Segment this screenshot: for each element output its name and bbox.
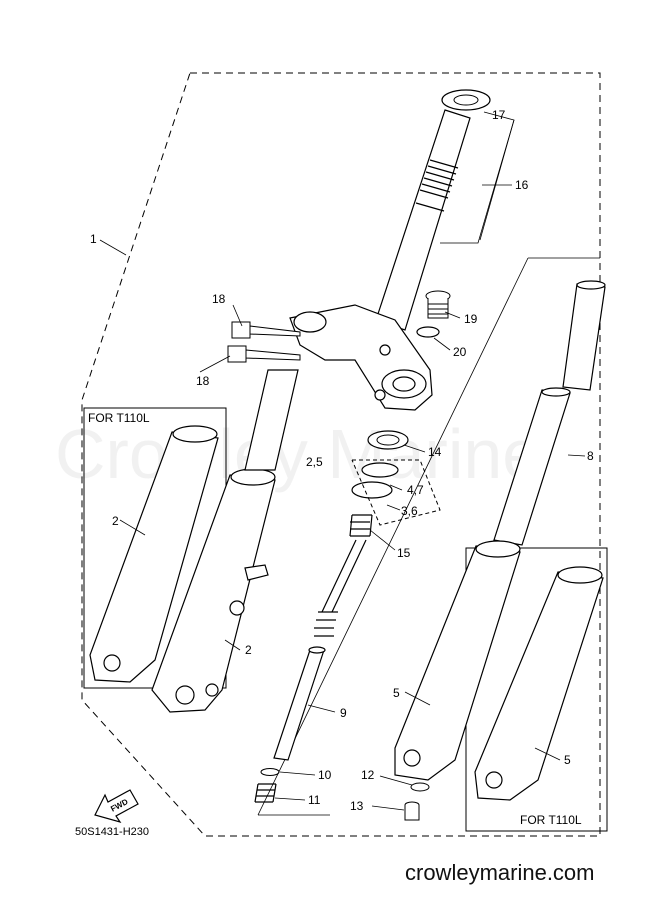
callout-19: 19 [464, 312, 478, 326]
outer-tube-right [394, 540, 521, 781]
callout-13: 13 [350, 799, 364, 813]
callout-11: 11 [308, 793, 321, 807]
left-variant-label: FOR T110L [88, 411, 150, 425]
watermark-text: Crowley Marine [55, 415, 541, 493]
leader-lines [99, 111, 586, 811]
callout-18-upper: 18 [212, 292, 226, 306]
circlip [361, 462, 399, 478]
callout-4-7: 4,7 [407, 483, 424, 497]
metal-bushing [351, 481, 393, 499]
outer-tube-variant-left [89, 425, 219, 683]
assembly-outline [81, 72, 601, 837]
outer-leader-line [257, 257, 529, 816]
diagram-code: 50S1431-H230 [75, 826, 149, 838]
o-ring [416, 326, 440, 338]
oil-seal-inner [376, 434, 400, 446]
callout-8: 8 [587, 449, 594, 463]
callout-1: 1 [90, 232, 97, 246]
callout-5-variant: 5 [564, 753, 571, 767]
stem-nut [441, 89, 491, 111]
callout-14: 14 [428, 445, 442, 459]
callout-2-left: 2 [112, 514, 119, 528]
bolt-washer [410, 782, 430, 792]
under-bracket [289, 304, 433, 411]
callout-2-5: 2,5 [306, 455, 323, 469]
stem-nut-hole [453, 94, 479, 106]
damper-rod [273, 646, 326, 761]
callout-3-6: 3,6 [401, 504, 418, 518]
callout-12: 12 [361, 768, 375, 782]
fork-spring [314, 514, 373, 637]
cap-bolt [425, 290, 451, 319]
steering-stem [375, 109, 471, 331]
oil-seal [367, 430, 409, 450]
inner-tube [493, 280, 606, 546]
callout-20: 20 [453, 345, 467, 359]
rebound-spring [254, 783, 277, 803]
fwd-arrow-icon: FWD [94, 789, 139, 824]
callout-15: 15 [397, 546, 411, 560]
damper-bolt [404, 801, 420, 821]
clamp-bolt-lower [227, 345, 301, 363]
clamp-bolt-upper [231, 321, 301, 339]
rebound-washer [260, 768, 280, 776]
outer-tube-variant-right [474, 566, 604, 801]
outer-tube-main [151, 369, 299, 713]
callout-16: 16 [515, 178, 529, 192]
right-variant-label: FOR T110L [520, 813, 582, 827]
bushing-group-outline [351, 459, 441, 526]
callout-17: 17 [492, 108, 506, 122]
callout-10: 10 [318, 768, 332, 782]
callout-18-lower: 18 [196, 374, 210, 388]
callout-9: 9 [340, 706, 347, 720]
site-footer-text: crowleymarine.com [405, 860, 595, 885]
callout-5-main: 5 [393, 686, 400, 700]
callout-2-main: 2 [245, 643, 252, 657]
